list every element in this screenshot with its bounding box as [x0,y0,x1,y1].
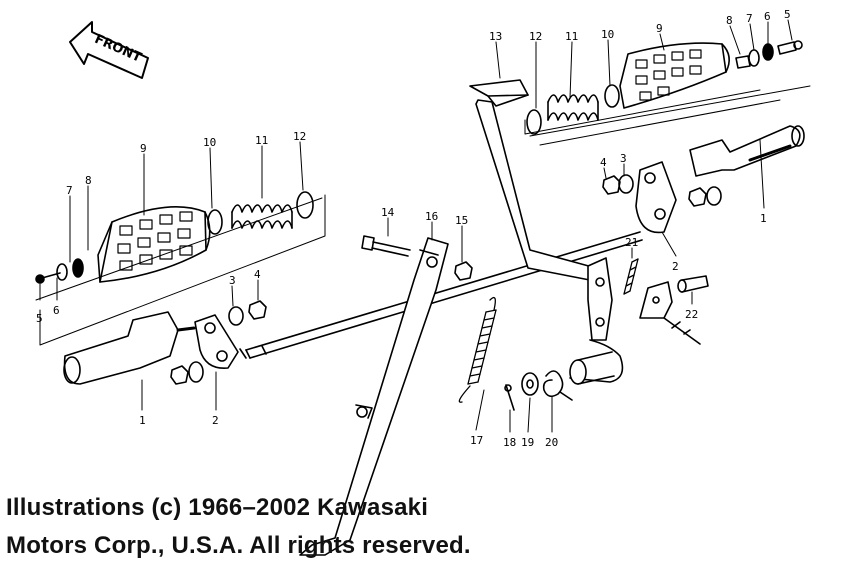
callout-10-right: 10 [601,28,614,41]
callout-9-left: 9 [140,142,147,155]
long-rod [239,231,643,359]
callout-5-right: 5 [784,8,791,21]
brake-clevis [639,281,701,345]
callout-16: 16 [425,210,438,223]
callout-17: 17 [470,434,483,447]
callout-21: 21 [625,236,638,249]
side-stand-nut [454,261,473,281]
callout-7-right: 7 [746,12,753,25]
callout-10-left: 10 [203,136,216,149]
callout-5-left: 5 [36,312,43,325]
left-footpeg-washers [35,191,314,284]
callout-12-right: 12 [529,30,542,43]
callout-11-left: 11 [255,134,268,147]
right-assembly-guide-lines [524,85,811,146]
brake-pedal-pivot [569,351,615,385]
callout-4-right: 4 [600,156,607,169]
callout-8-left: 8 [85,174,92,187]
callout-13: 13 [489,30,502,43]
callout-3-right: 3 [620,152,627,165]
callout-2-left: 2 [212,414,219,427]
callout-4-left: 4 [254,268,261,281]
side-stand-bolt [361,235,411,257]
callout-7-left: 7 [66,184,73,197]
callout-22: 22 [685,308,698,321]
right-footpeg-bracket [635,125,805,234]
right-nuts-and-washers [602,174,722,207]
callout-2-right: 2 [672,260,679,273]
callout-6-right: 6 [764,10,771,23]
left-assembly-guide-lines [35,194,326,346]
clevis-pin [677,275,709,293]
callout-12-left: 12 [293,130,306,143]
right-footpeg-spring [547,94,599,121]
callout-9-right: 9 [656,22,663,35]
right-footpeg-rubber [619,42,730,109]
front-arrow-icon: FRONT [69,21,149,79]
callout-8-right: 8 [726,14,733,27]
callout-19: 19 [521,436,534,449]
right-footpeg-washers [526,40,803,135]
callout-14: 14 [381,206,395,219]
brake-spring-and-clip [504,370,573,411]
callout-20: 20 [545,436,558,449]
callout-1-right: 1 [760,212,767,225]
callout-3-left: 3 [229,274,236,287]
copyright-line-2: Motors Corp., U.S.A. All rights reserved… [6,532,471,559]
callout-11-right: 11 [565,30,578,43]
callout-6-left: 6 [53,304,60,317]
callout-15: 15 [455,214,468,227]
callout-leaders [39,19,793,433]
brake-pedal-arm [469,79,624,383]
callout-numbers: 5 6 7 8 9 10 11 12 1 2 3 4 14 16 15 17 1… [36,8,791,449]
left-nuts-and-washers [170,300,267,385]
left-footpeg-bracket [63,311,239,385]
callout-1-left: 1 [139,414,146,427]
left-footpeg-spring [231,204,293,229]
copyright-line-1: Illustrations (c) 1966–2002 Kawasaki [6,494,429,521]
side-stand [299,237,449,556]
callout-18: 18 [503,436,516,449]
stand-spring [458,296,497,403]
brake-rod-spring [623,258,639,295]
